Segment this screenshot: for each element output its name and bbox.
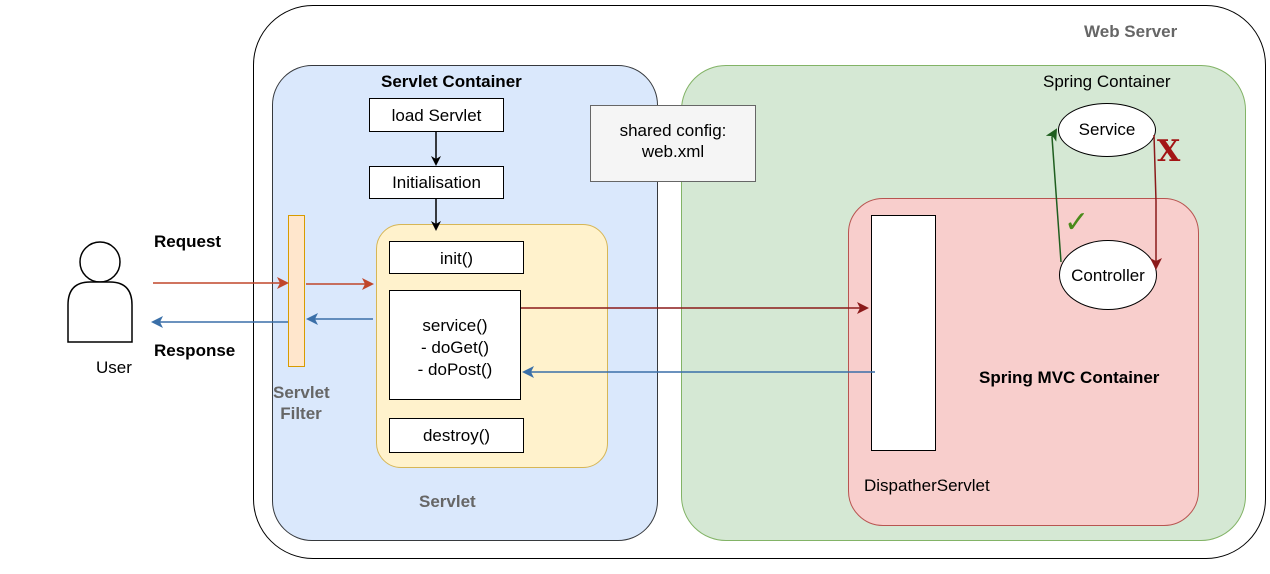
controller-node [1059,240,1157,310]
service-method-line3: - doPost() [417,360,493,379]
check-mark-icon: ✓ [1064,205,1090,240]
load-servlet-label: load Servlet [391,106,482,125]
servlet-label: Servlet [419,492,476,511]
shared-config-line2: web.xml [641,142,705,161]
controller-node-label: Controller [1071,266,1145,285]
request-label: Request [154,232,222,251]
cross-mark-icon: X [1157,134,1181,169]
destroy-method-label: destroy() [422,426,491,445]
servlet-filter-bar [288,215,305,367]
initialisation-box [369,166,504,199]
init-method-box [389,241,524,274]
servlet-filter-label-line2: Filter [280,404,322,423]
shared-config-line1: shared config: [619,121,727,140]
destroy-method-box [389,418,524,453]
service-node [1058,103,1156,157]
dispatcher-servlet-label: DispatherServlet [864,476,990,495]
load-servlet-box [369,98,504,132]
user-label: User [96,358,132,377]
service-node-label: Service [1078,120,1136,139]
response-label: Response [154,341,236,360]
service-method-box [389,290,521,400]
service-method-line2: - doGet() [420,338,490,357]
servlet-container-title: Servlet Container [381,72,522,91]
service-method-line1: service() [422,316,488,335]
servlet-filter-label-line1: Servlet [273,383,330,402]
user-icon [67,241,133,343]
initialisation-label: Initialisation [392,173,481,192]
spring-container-title: Spring Container [1043,72,1171,91]
web-server-label: Web Server [1084,22,1178,41]
shared-config-box [590,105,756,182]
spring-mvc-container-title: Spring MVC Container [979,368,1160,387]
init-method-label: init() [439,249,474,268]
dispatcher-servlet-box [871,215,936,451]
